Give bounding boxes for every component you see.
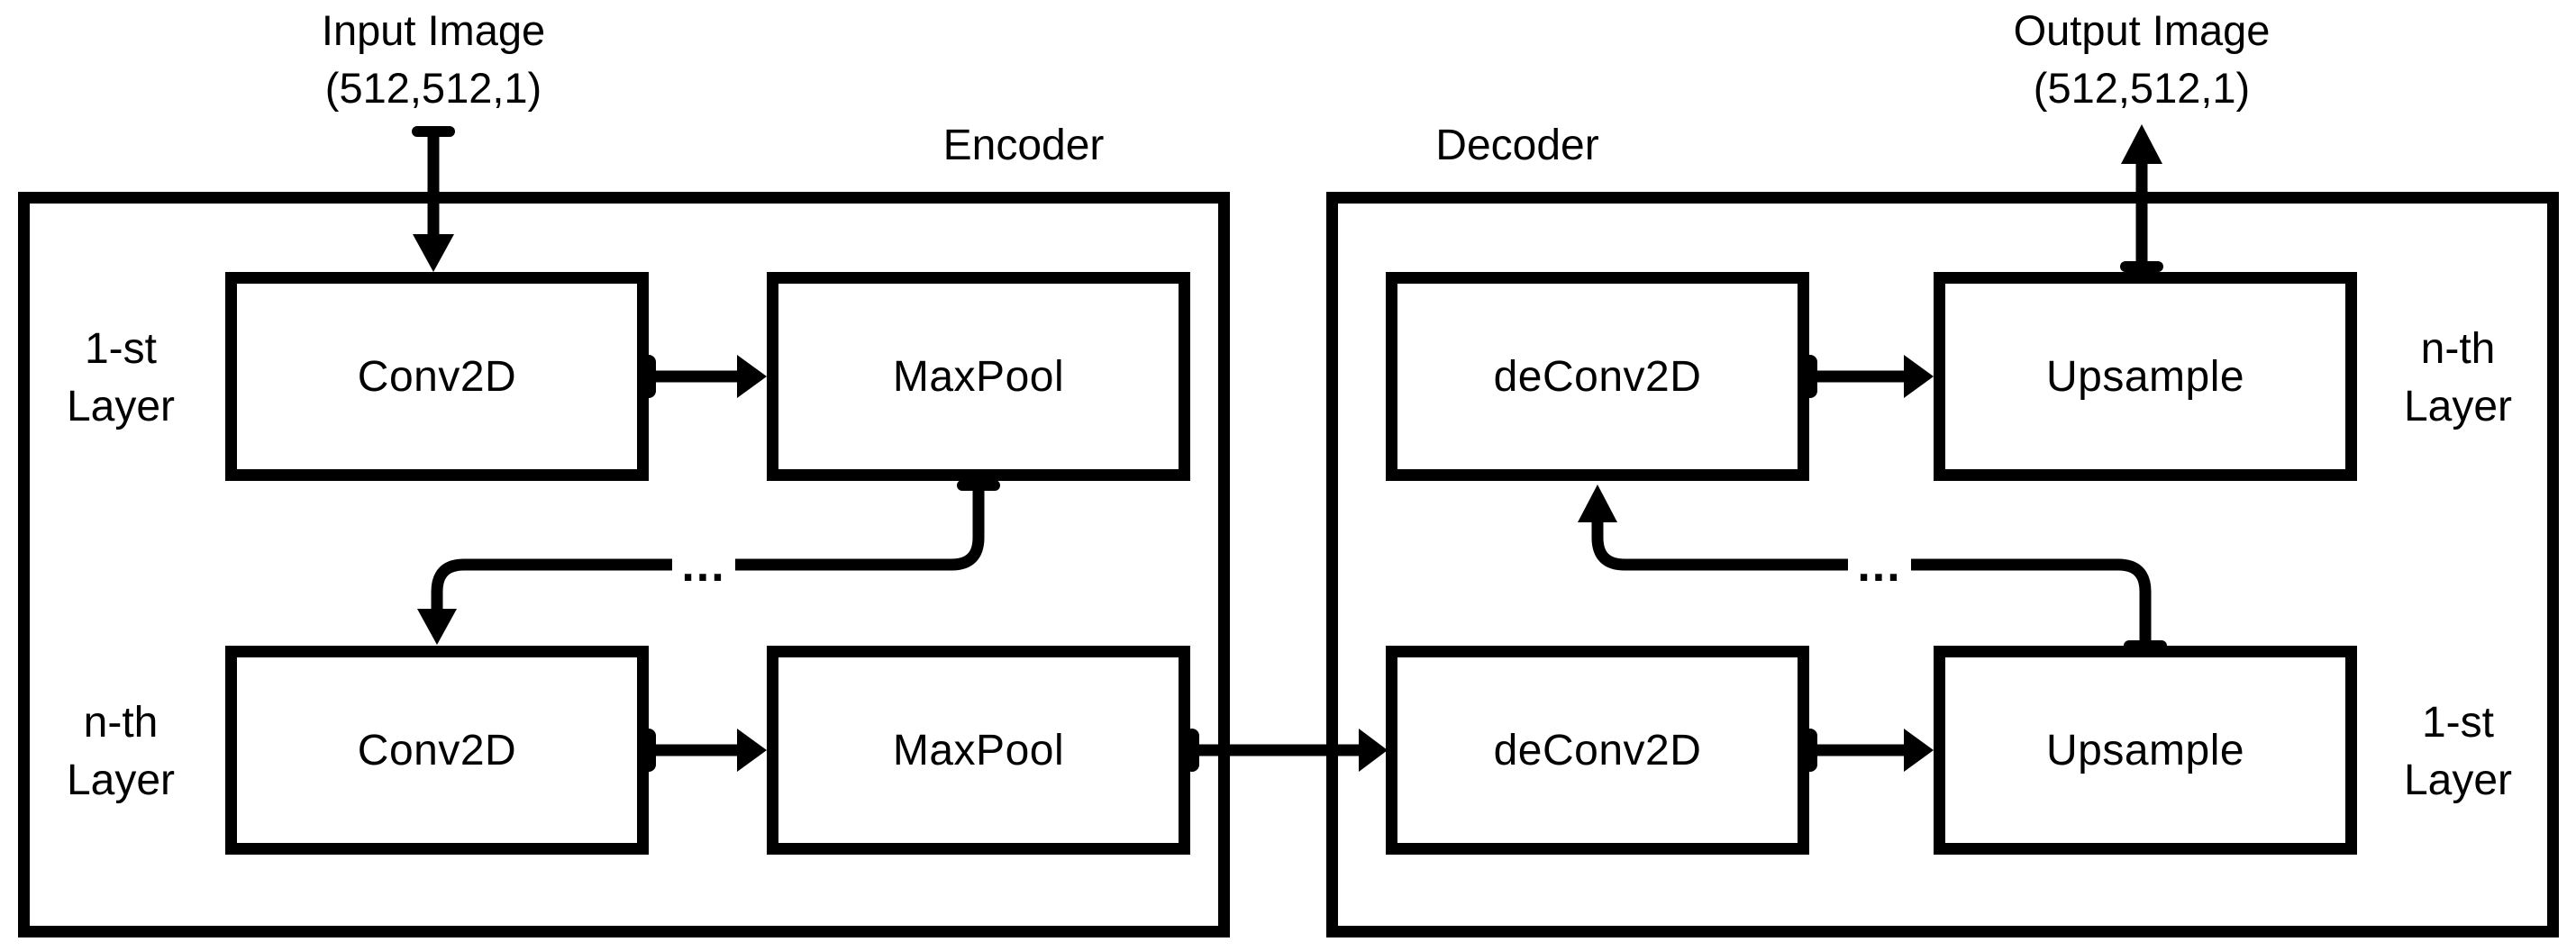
decoder-row1-upsample-box: Upsample [1934, 272, 2357, 481]
encoder-interlayer-connector-icon [417, 480, 1000, 645]
decoder-row2-upsample-box: Upsample [1934, 646, 2357, 855]
encoder-row1-layer-label-line1: 1-st [84, 325, 157, 373]
encoder-ellipsis-label: ... [672, 540, 735, 591]
decoder-row2-layer-label-line1: 1-st [2421, 699, 2494, 747]
decoder-row1-layer-label: n-th Layer [2350, 321, 2566, 436]
output-image-label: Output Image (512,512,1) [1916, 2, 2367, 117]
encoder-row1-conv2d-box: Conv2D [225, 272, 649, 481]
decoder-row1-layer-label-line1: n-th [2420, 325, 2496, 373]
encoder-row1-maxpool-label: MaxPool [892, 352, 1065, 401]
decoder-row1-upsample-label: Upsample [2045, 352, 2245, 401]
encoder-row2-maxpool-label: MaxPool [892, 726, 1065, 774]
encoder-row1-conv2d-label: Conv2D [357, 352, 517, 401]
input-image-title: Input Image [321, 6, 546, 54]
output-image-title: Output Image [2013, 6, 2271, 54]
decoder-row2-layer-label: 1-st Layer [2350, 694, 2566, 810]
decoder-row1-arrow-icon [1803, 355, 1934, 398]
decoder-container-box [1326, 192, 2559, 937]
decoder-row1-layer-label-line2: Layer [2403, 383, 2513, 430]
encoder-row1-layer-label-line2: Layer [66, 383, 176, 430]
encoder-row1-layer-label: 1-st Layer [13, 321, 229, 436]
encoder-row2-layer-label-line2: Layer [66, 756, 176, 804]
output-image-shape: (512,512,1) [2033, 64, 2251, 112]
decoder-row2-upsample-label: Upsample [2045, 726, 2245, 774]
encoder-title: Encoder [942, 122, 1105, 169]
decoder-row2-layer-label-line2: Layer [2403, 756, 2513, 804]
input-image-label: Input Image (512,512,1) [208, 2, 659, 117]
decoder-row1-deconv2d-box: deConv2D [1386, 272, 1809, 481]
decoder-row1-deconv2d-label: deConv2D [1493, 352, 1702, 401]
decoder-title: Decoder [1435, 122, 1599, 169]
encoder-row2-conv2d-label: Conv2D [357, 726, 517, 774]
encoder-row2-conv2d-box: Conv2D [225, 646, 649, 855]
decoder-interlayer-connector-icon [1578, 485, 2167, 651]
decoder-ellipsis-label: ... [1848, 540, 1911, 591]
decoder-row2-deconv2d-label: deConv2D [1493, 726, 1702, 774]
input-arrow-down-icon [412, 126, 455, 272]
decoder-row2-deconv2d-box: deConv2D [1386, 646, 1809, 855]
input-image-shape: (512,512,1) [324, 64, 542, 112]
encoder-row2-layer-label: n-th Layer [13, 694, 229, 810]
encoder-container-box [18, 192, 1230, 937]
output-arrow-up-icon [2120, 124, 2163, 272]
encoder-row2-maxpool-box: MaxPool [767, 646, 1190, 855]
encoder-row2-layer-label-line1: n-th [83, 699, 159, 747]
encoder-row1-maxpool-box: MaxPool [767, 272, 1190, 481]
